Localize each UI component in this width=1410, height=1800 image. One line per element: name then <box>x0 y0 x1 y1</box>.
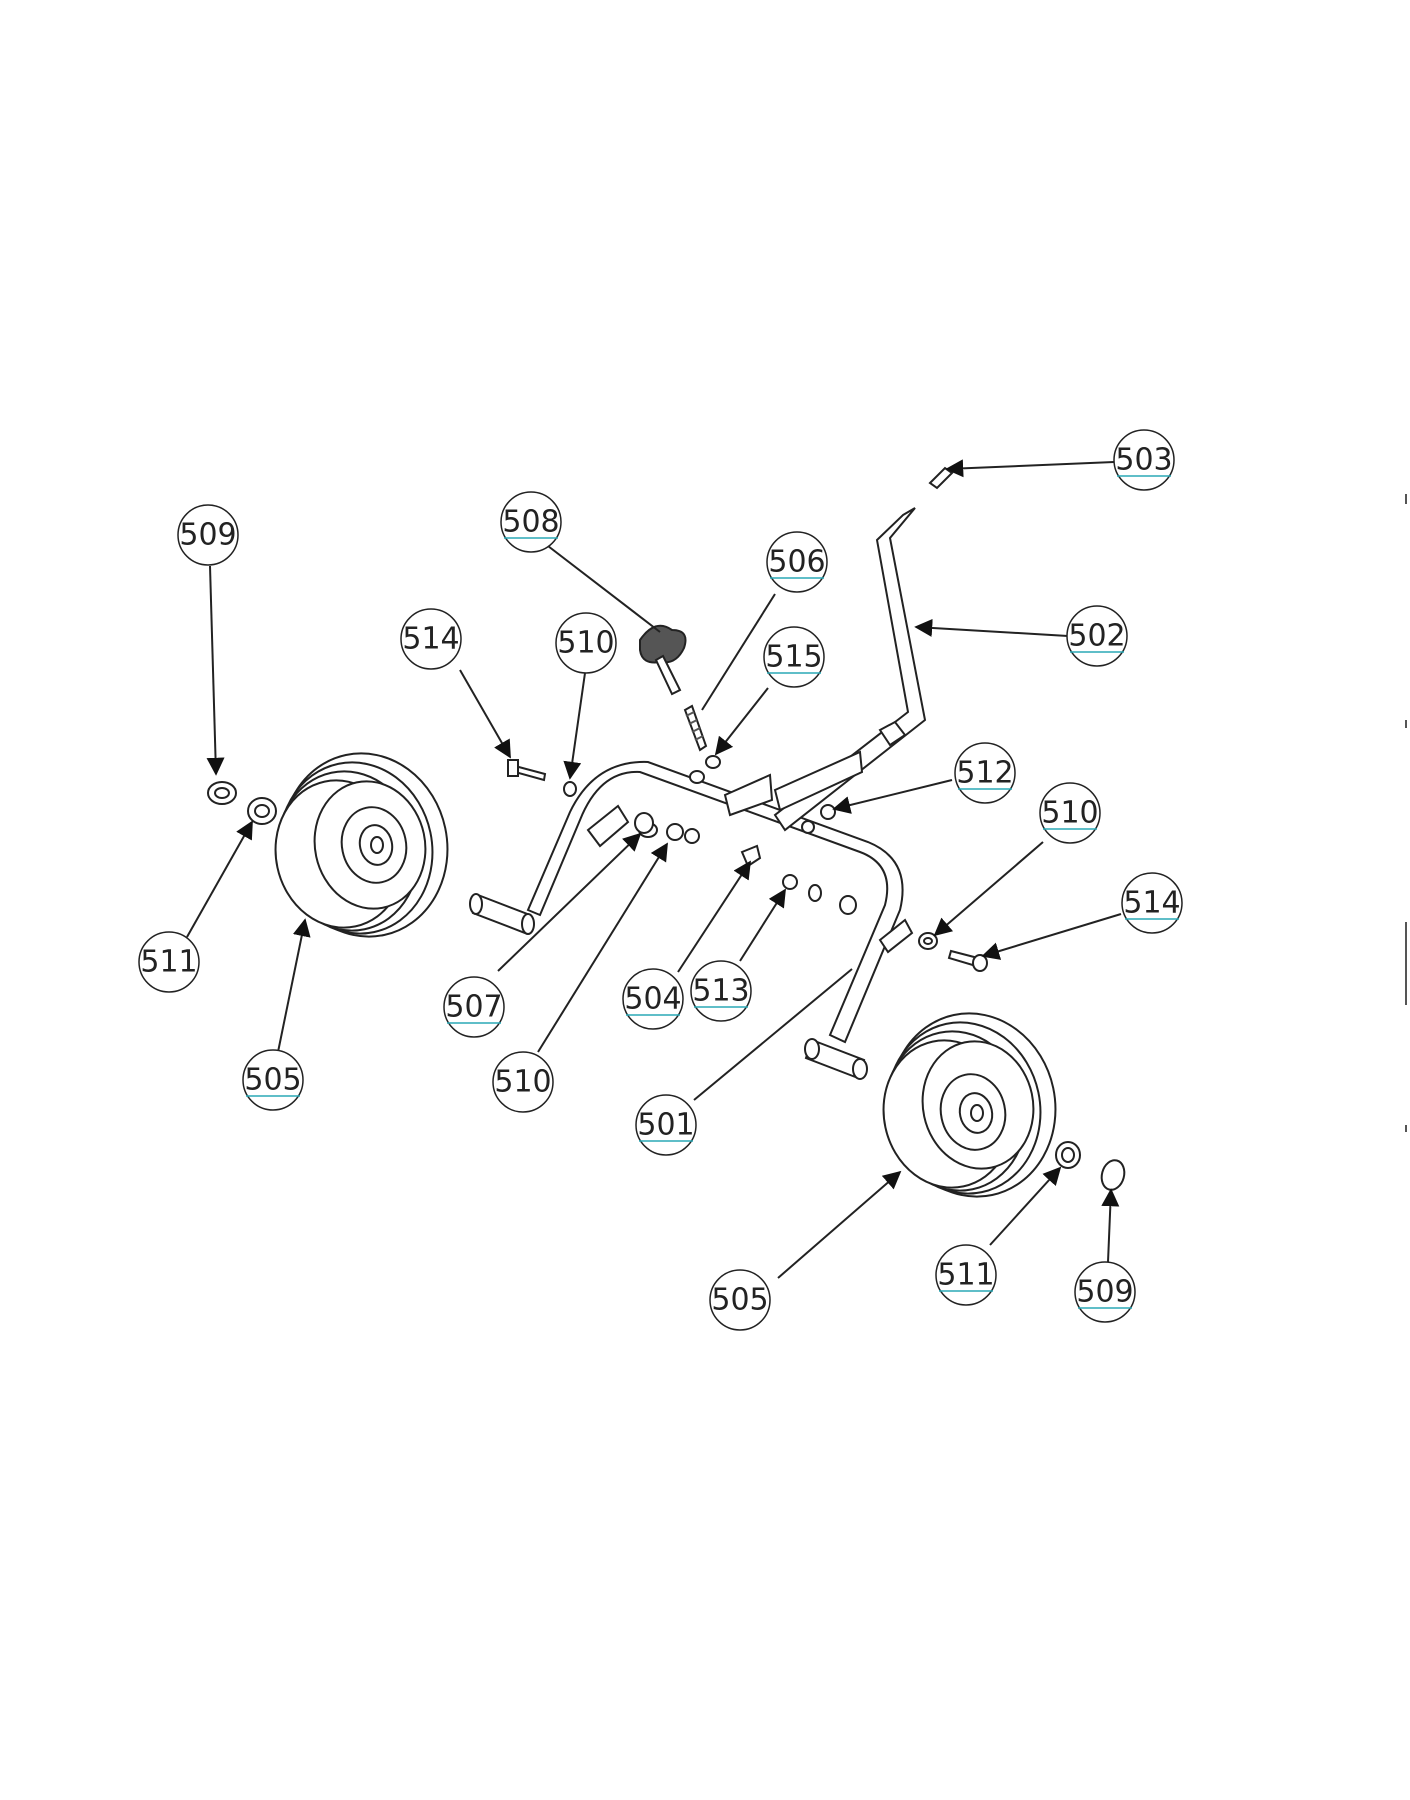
balloon-507: 507 <box>443 976 505 1038</box>
washer-510-left-part <box>563 781 577 797</box>
balloon-513: 513 <box>690 960 752 1022</box>
left-wheel-part <box>274 752 449 938</box>
cap-509-right <box>1100 1159 1126 1191</box>
svg-text:507: 507 <box>445 990 502 1025</box>
balloon-502: 502 <box>1066 605 1128 667</box>
svg-text:510: 510 <box>494 1065 551 1100</box>
svg-text:505: 505 <box>711 1283 768 1318</box>
svg-text:503: 503 <box>1115 443 1172 478</box>
balloon-506: 506 <box>766 531 828 593</box>
balloon-509-top: 509 <box>177 504 239 566</box>
balloon-509-bottom: 509 <box>1074 1261 1136 1323</box>
svg-text:509: 509 <box>1076 1275 1133 1310</box>
part-number-balloons: 503 508 506 509 502 514 510 <box>138 429 1183 1331</box>
spring-506-part <box>683 704 708 752</box>
washer-511-right <box>1055 1141 1081 1169</box>
balloon-514-left: 514 <box>400 608 462 670</box>
fitting-near-515 <box>689 770 705 784</box>
bushing-507-part <box>634 812 654 834</box>
svg-text:510: 510 <box>1041 796 1098 831</box>
bolt-514-right-part <box>947 949 988 972</box>
right-wheel-part <box>882 1012 1057 1198</box>
svg-text:508: 508 <box>502 505 559 540</box>
frame-part <box>469 760 914 1080</box>
fitting-515-part <box>705 755 721 769</box>
balloon-503: 503 <box>1113 429 1175 491</box>
pin-503-part <box>928 466 954 490</box>
balloon-501: 501 <box>635 1094 697 1156</box>
handle-part <box>773 507 927 832</box>
svg-text:511: 511 <box>140 945 197 980</box>
svg-text:512: 512 <box>956 756 1013 791</box>
svg-text:513: 513 <box>692 974 749 1009</box>
svg-text:506: 506 <box>768 545 825 580</box>
svg-text:514: 514 <box>1123 886 1180 921</box>
svg-text:509: 509 <box>179 518 236 553</box>
balloon-511-left: 511 <box>138 931 200 993</box>
svg-text:510: 510 <box>557 626 614 661</box>
svg-text:502: 502 <box>1068 619 1125 654</box>
balloon-510-bottom: 510 <box>492 1051 554 1113</box>
bracket-plates <box>723 750 864 817</box>
svg-text:515: 515 <box>765 640 822 675</box>
svg-text:504: 504 <box>624 982 681 1017</box>
balloon-504: 504 <box>622 968 684 1030</box>
washer-509-left <box>207 781 237 805</box>
washer-510-mid-part <box>666 823 700 844</box>
balloon-505-left: 505 <box>242 1049 304 1111</box>
washer-511-left <box>247 797 277 825</box>
svg-text:505: 505 <box>244 1063 301 1098</box>
svg-text:514: 514 <box>402 622 459 657</box>
nut-513-part <box>782 874 798 890</box>
leader-lines <box>186 459 1122 1279</box>
fitting-504-part <box>740 844 762 868</box>
balloon-510-right: 510 <box>1039 782 1101 844</box>
svg-text:511: 511 <box>937 1258 994 1293</box>
washer-510-right-part <box>918 932 938 950</box>
balloon-514-right: 514 <box>1121 872 1183 934</box>
svg-text:501: 501 <box>637 1108 694 1143</box>
balloon-505-right: 505 <box>709 1269 771 1331</box>
nut-512-part <box>801 804 836 834</box>
knob-508-part <box>639 624 687 696</box>
parts-artwork <box>207 466 1126 1198</box>
balloon-508: 508 <box>500 491 562 553</box>
balloon-511-right: 511 <box>935 1244 997 1306</box>
bolt-514-left-part <box>507 759 547 782</box>
balloon-515: 515 <box>763 626 825 688</box>
balloon-512: 512 <box>954 742 1016 804</box>
balloon-510-top: 510 <box>555 612 617 674</box>
